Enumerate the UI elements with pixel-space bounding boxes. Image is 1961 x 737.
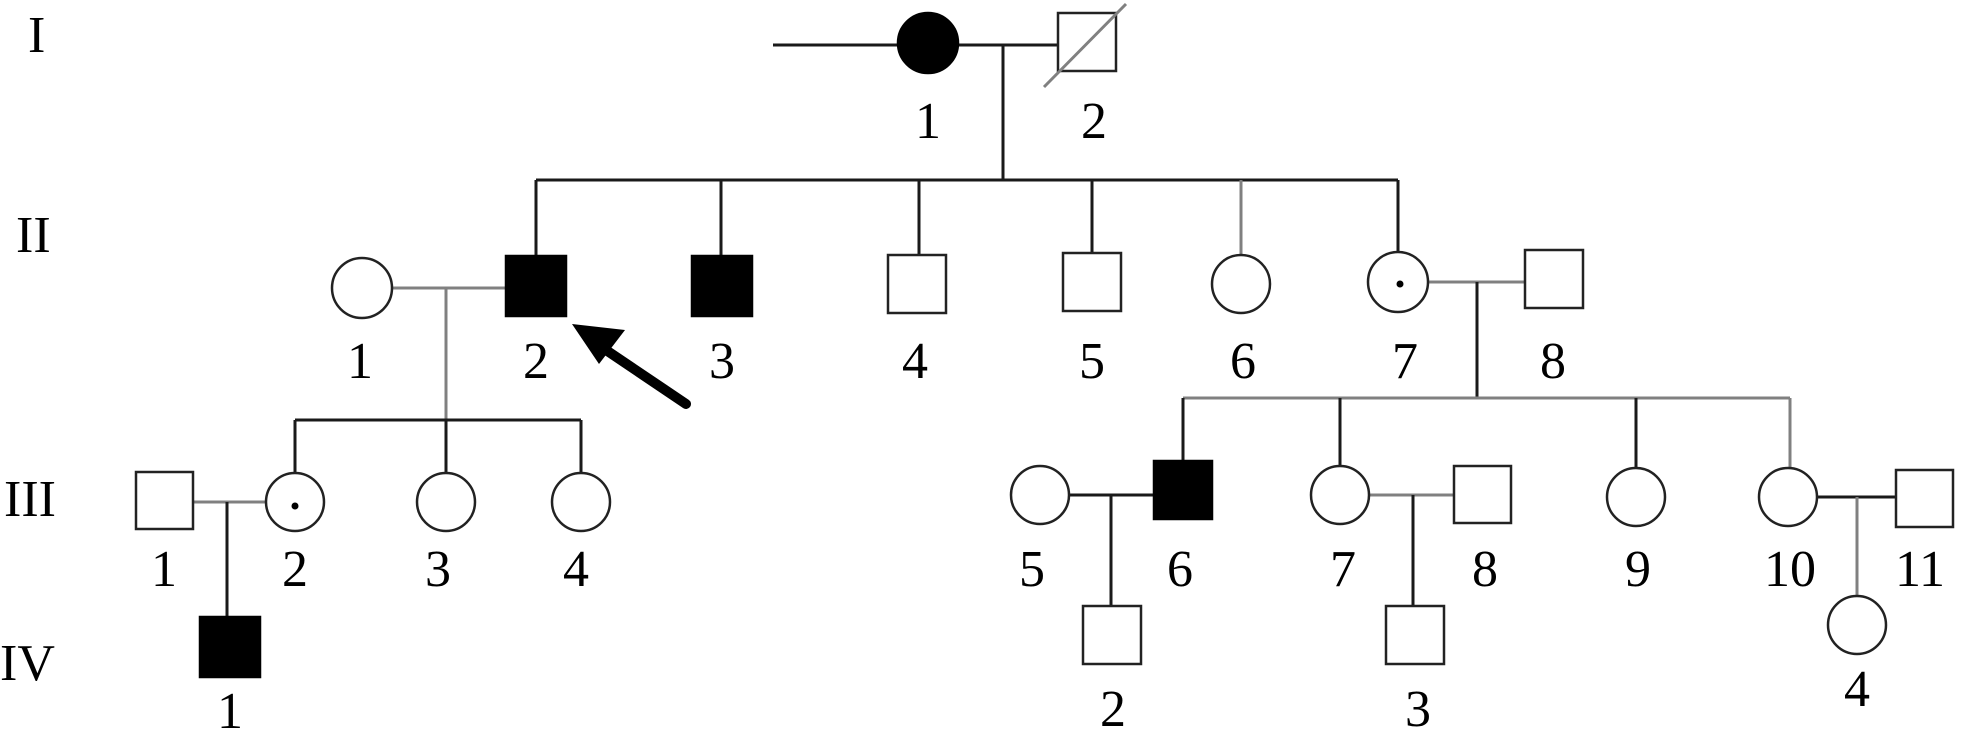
individual-label-I-1: 1 xyxy=(915,93,941,150)
individual-label-II-1: 1 xyxy=(347,333,373,390)
individual-II-8 xyxy=(1523,248,1585,310)
individual-label-IV-4: 4 xyxy=(1844,661,1870,718)
individual-III-2 xyxy=(264,471,326,533)
individual-IV-3 xyxy=(1384,604,1446,666)
individual-label-IV-2: 2 xyxy=(1100,681,1126,737)
individual-III-1 xyxy=(134,470,195,531)
individual-III-6 xyxy=(1152,459,1214,521)
individual-label-III-7: 7 xyxy=(1330,541,1356,598)
generation-label-IV: IV xyxy=(0,635,55,692)
individual-IV-1 xyxy=(198,615,262,679)
individual-I-1 xyxy=(896,11,960,75)
generation-label-I: I xyxy=(28,7,45,64)
individual-label-III-6: 6 xyxy=(1167,541,1193,598)
individual-label-II-2: 2 xyxy=(523,333,549,390)
individual-label-IV-1: 1 xyxy=(217,683,243,737)
generation-label-III: III xyxy=(4,471,56,528)
individual-label-III-3: 3 xyxy=(425,541,451,598)
individual-II-4 xyxy=(886,253,948,315)
individual-II-3 xyxy=(690,254,754,318)
individual-IV-4 xyxy=(1826,594,1888,656)
individual-III-10 xyxy=(1757,466,1819,528)
individual-III-11 xyxy=(1894,468,1955,529)
individual-label-III-11: 11 xyxy=(1895,541,1945,598)
individual-label-II-4: 4 xyxy=(902,333,928,390)
individual-label-II-6: 6 xyxy=(1230,333,1256,390)
individual-label-I-2: 2 xyxy=(1081,93,1107,150)
individual-III-5 xyxy=(1009,464,1071,526)
individual-III-8 xyxy=(1452,464,1513,525)
individual-label-IV-3: 3 xyxy=(1405,681,1431,737)
individual-label-III-8: 8 xyxy=(1472,541,1498,598)
individual-II-6 xyxy=(1210,253,1272,315)
individual-label-III-2: 2 xyxy=(282,541,308,598)
individual-label-III-9: 9 xyxy=(1625,541,1651,598)
individual-label-II-3: 3 xyxy=(709,333,735,390)
individual-II-1 xyxy=(330,256,394,320)
individual-II-2 xyxy=(504,254,568,318)
individual-III-9 xyxy=(1605,466,1667,528)
individual-III-4 xyxy=(550,471,612,533)
proband-arrow-icon xyxy=(572,324,691,409)
individual-II-5 xyxy=(1061,251,1123,313)
generation-label-II: II xyxy=(16,207,51,264)
individual-label-II-7: 7 xyxy=(1392,333,1418,390)
deceased-slash xyxy=(1042,2,1128,89)
individual-label-III-10: 10 xyxy=(1764,541,1816,598)
individual-III-7 xyxy=(1309,464,1371,526)
individual-label-II-8: 8 xyxy=(1540,333,1566,390)
individual-label-III-5: 5 xyxy=(1019,541,1045,598)
individual-label-II-5: 5 xyxy=(1079,333,1105,390)
carrier-dot xyxy=(1396,280,1404,288)
individual-label-III-1: 1 xyxy=(151,541,177,598)
individual-label-III-4: 4 xyxy=(563,541,589,598)
carrier-dot xyxy=(291,502,299,510)
relationship-lines xyxy=(193,43,1895,618)
individual-III-3 xyxy=(415,471,477,533)
individual-IV-2 xyxy=(1081,604,1143,666)
